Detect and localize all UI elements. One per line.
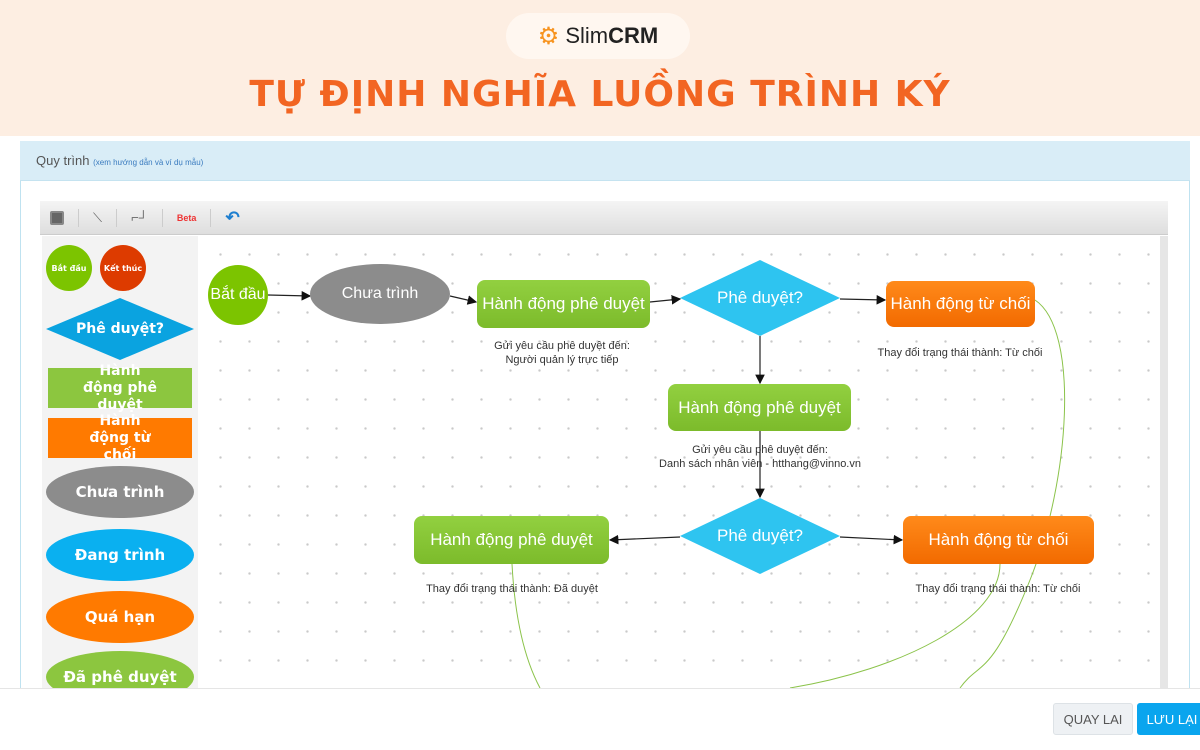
node-note: Thay đổi trạng thái thành: Từ chối (877, 347, 1043, 359)
node-approve-3[interactable]: Hành động phê duyệt (414, 516, 609, 564)
page-title: TỰ ĐỊNH NGHĨA LUỒNG TRÌNH KÝ (249, 74, 951, 115)
node-not-submitted[interactable]: Chưa trình (310, 264, 450, 324)
gear-icon: ⚙ (537, 22, 560, 50)
help-link[interactable]: (xem hướng dẫn và ví dụ mẫu) (93, 158, 204, 167)
shape-palette: Bắt đầu Kết thúc Phê duyệt? Hành động ph… (42, 236, 198, 688)
divider (161, 208, 163, 227)
node-note: Gửi yêu cầu phê duyệt đến: Danh sách nhân… (659, 443, 861, 471)
node-reject-2[interactable]: Hành động từ chối (903, 516, 1094, 564)
palette-approve[interactable]: Hành động phê duyệt (48, 363, 192, 413)
palette-reject[interactable]: Hành động từ chối (48, 413, 192, 463)
logo: ⚙ SlimCRM (506, 13, 690, 59)
palette-submitting[interactable]: Đang trình (46, 529, 194, 581)
divider (78, 208, 79, 227)
palette-end[interactable]: Kết thúc (100, 245, 146, 291)
straight-connector-icon[interactable]: ⟍ (93, 209, 103, 225)
node-approve-2[interactable]: Hành động phê duyệt (668, 384, 851, 431)
divider (210, 208, 212, 227)
node-note: Thay đổi trạng thái thành: Từ chối (915, 583, 1081, 595)
note-line: Gửi yêu cầu phê duyệt đến: (692, 444, 828, 456)
note-line: Người quản lý trực tiếp (505, 354, 619, 366)
elbow-connector-icon[interactable]: ⌐┘ (131, 210, 148, 225)
palette-overdue[interactable]: Quá hạn (46, 591, 194, 643)
palette-start[interactable]: Bắt đầu (46, 245, 92, 291)
palette-decision[interactable]: Phê duyệt? (46, 298, 194, 360)
canvas-scrollbar[interactable] (1160, 236, 1168, 688)
note-line: Gửi yêu cầu phê duyệt đến: (494, 340, 630, 352)
save-icon[interactable] (50, 210, 64, 225)
palette-approved[interactable]: Đã phê duyệt (46, 651, 194, 688)
node-note: Thay đổi trạng thái thành: Đã duyệt (426, 583, 598, 595)
node-note: Gửi yêu cầu phê duyệt đến: Người quản lý … (494, 339, 630, 367)
save-button[interactable]: LƯU LẠI (1137, 703, 1200, 735)
footer-bar (0, 688, 1200, 750)
logo-text-bold: CRM (608, 23, 659, 48)
divider (116, 208, 118, 227)
back-button[interactable]: QUAY LAI (1053, 703, 1133, 735)
toolbar: ⟍ ⌐┘ Beta ↶ (40, 201, 1168, 235)
node-start[interactable]: Bắt đầu (208, 265, 268, 325)
node-reject-1[interactable]: Hành động từ chối (886, 281, 1035, 327)
panel-header: Quy trình (xem hướng dẫn và ví dụ mẫu) (20, 141, 1190, 181)
node-approve-1[interactable]: Hành động phê duyệt (477, 280, 650, 328)
beta-connector-icon[interactable]: Beta (176, 212, 197, 223)
palette-not-submitted[interactable]: Chưa trình (46, 466, 194, 518)
note-line: Danh sách nhân viên - htthang@vinno.vn (659, 458, 861, 470)
logo-text: Slim (565, 23, 609, 48)
undo-icon[interactable]: ↶ (225, 207, 240, 227)
panel-title: Quy trình (36, 153, 90, 168)
